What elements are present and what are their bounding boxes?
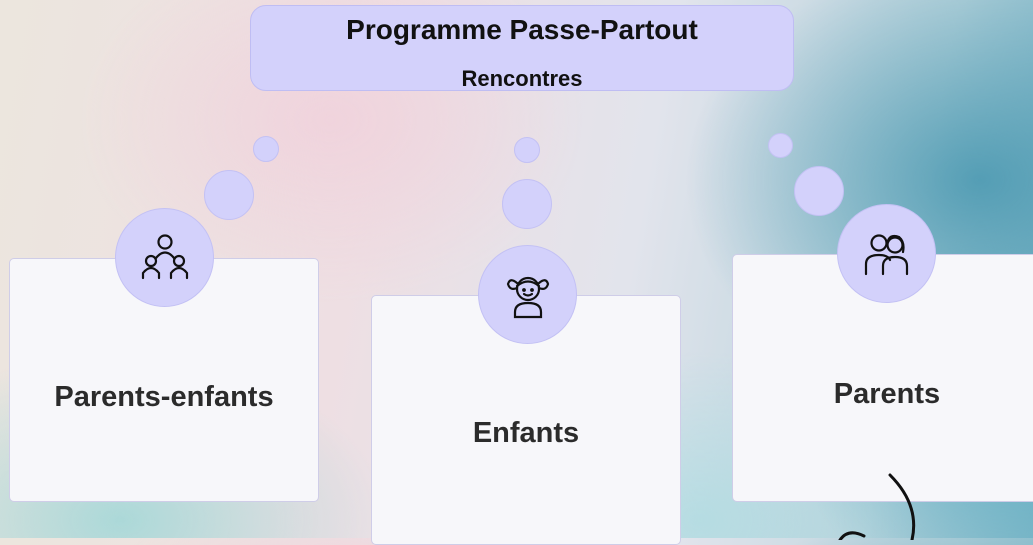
parents-icon <box>864 233 908 275</box>
title-box: Programme Passe-Partout Rencontres <box>250 5 794 91</box>
family-icon-circle <box>115 208 214 307</box>
page-title: Programme Passe-Partout <box>346 14 698 45</box>
thought-bubble-small-3 <box>768 133 793 158</box>
family-icon <box>141 233 188 279</box>
card-label: Enfants <box>472 417 580 449</box>
child-icon-circle <box>478 245 577 344</box>
thought-bubble-small-1 <box>253 136 279 162</box>
card-label: Parents-enfants <box>54 381 274 413</box>
card-label: Parents <box>833 378 941 410</box>
thought-bubble-large-1 <box>204 170 254 220</box>
parents-icon-circle <box>837 204 936 303</box>
thought-bubble-small-2 <box>514 137 540 163</box>
decorative-curve <box>838 473 916 540</box>
card-parents[interactable]: Parents <box>732 254 1033 502</box>
thought-bubble-large-2 <box>502 179 552 229</box>
thought-bubble-large-3 <box>794 166 844 216</box>
child-icon <box>506 276 549 318</box>
page-subtitle: Rencontres <box>461 66 583 91</box>
